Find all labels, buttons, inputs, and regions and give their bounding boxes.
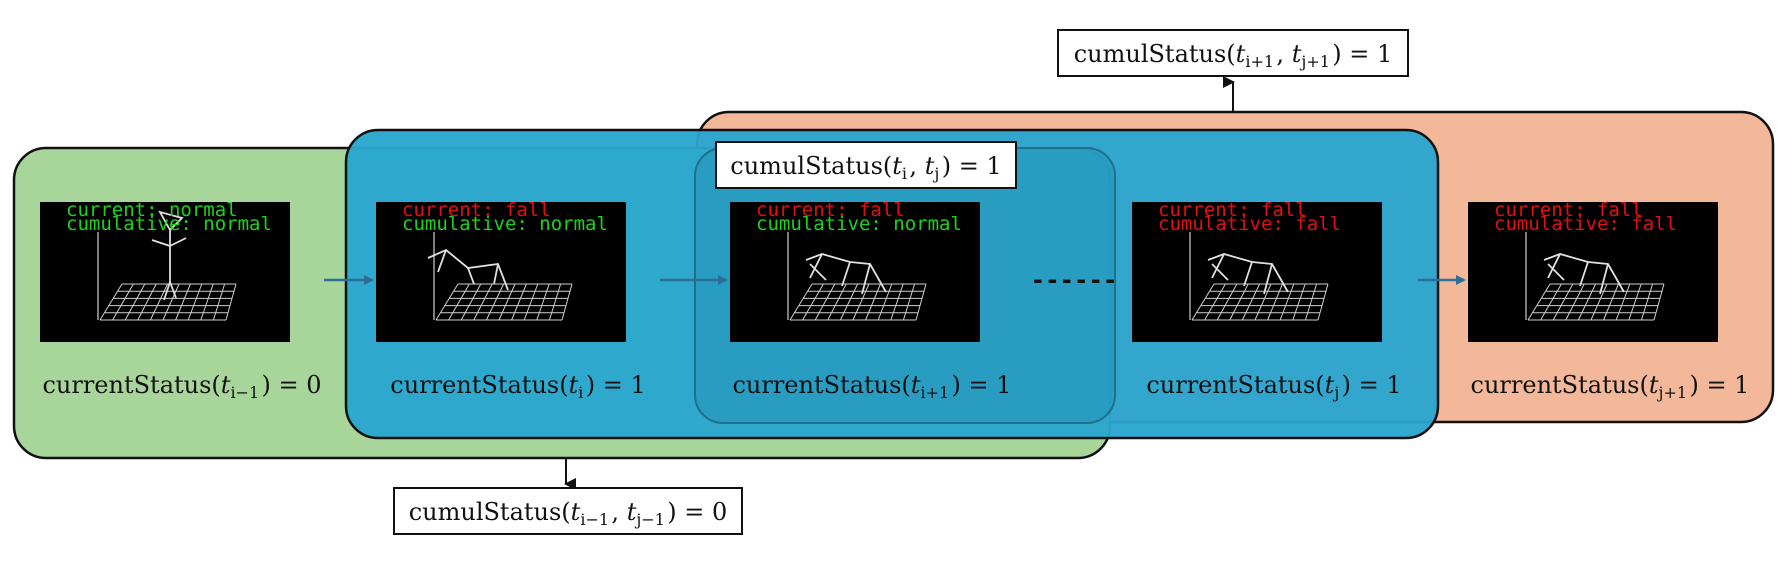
- frame-image: [730, 202, 980, 342]
- floor-grid: [789, 283, 927, 321]
- cumul-box-top: [1057, 29, 1409, 77]
- caption-frame-1: currentStatus(ti−1 ) = 0: [42, 371, 321, 402]
- current-status-label: current: fall: [1494, 199, 1643, 221]
- skeleton-lying: [1543, 253, 1625, 295]
- cumulative-status-label: cumulative: fall: [1494, 213, 1677, 235]
- floor-grid: [99, 283, 237, 321]
- skeleton-lying: [805, 253, 887, 295]
- caption-frame-2: currentStatus(ti ) = 1: [390, 371, 646, 402]
- cumulative-status-label: cumulative: fall: [1158, 213, 1341, 235]
- frame-image: [40, 202, 290, 342]
- skeleton-standing: [151, 210, 187, 301]
- skeleton-falling: [427, 248, 509, 291]
- current-status-label: current: normal: [66, 199, 238, 221]
- cumul-text-middle: cumulStatus(ti , tj ) = 1: [730, 152, 1001, 183]
- current-status-label: current: fall: [1158, 199, 1307, 221]
- cumulative-status-label: cumulative: normal: [756, 213, 962, 235]
- floor-grid: [435, 283, 573, 321]
- floor-grid: [1191, 283, 1329, 321]
- skeleton-lying: [1207, 253, 1289, 295]
- caption-frame-3: currentStatus(ti+1 ) = 1: [732, 371, 1011, 402]
- current-status-label: current: fall: [756, 199, 905, 221]
- caption-frame-4: currentStatus(tj ) = 1: [1146, 371, 1401, 402]
- floor-grid: [1527, 283, 1665, 321]
- ellipsis: ------: [1031, 266, 1118, 294]
- cumul-box-bottom: [393, 487, 743, 535]
- caption-frame-5: currentStatus(tj+1 ) = 1: [1471, 371, 1750, 402]
- frame-image: [1468, 202, 1718, 342]
- cumulative-status-label: cumulative: normal: [402, 213, 608, 235]
- cumulative-status-label: cumulative: normal: [66, 213, 272, 235]
- current-status-label: current: fall: [402, 199, 551, 221]
- frame-image: [1132, 202, 1382, 342]
- cumul-text-top: cumulStatus(ti+1 , tj+1 ) = 1: [1074, 40, 1393, 71]
- cumul-box-middle: [715, 141, 1017, 189]
- cumul-text-bottom: cumulStatus(ti−1 , tj−1 ) = 0: [409, 498, 728, 529]
